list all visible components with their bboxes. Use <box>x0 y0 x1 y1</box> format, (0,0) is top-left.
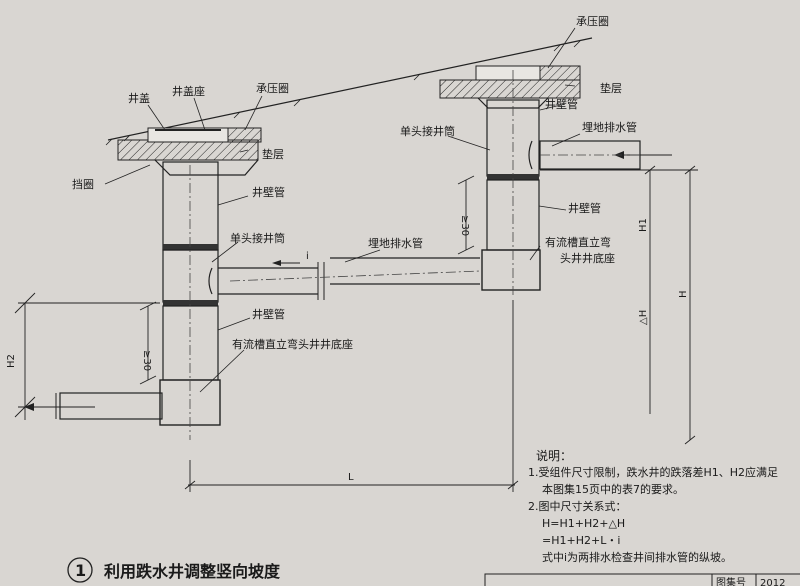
label-buried-pipe-mid: 埋地排水管 <box>368 236 423 250</box>
left-cushion <box>117 139 259 161</box>
notes-block: 说明： 1.受组件尺寸限制，跌水井的跌落差H1、H2应满足 本图集15页中的表7… <box>528 448 778 564</box>
note-2-line1: 2.图中尺寸关系式： <box>528 499 627 513</box>
caption-number: 1 <box>75 561 86 580</box>
dimension-lines <box>14 165 698 492</box>
note-2-line3: =H1+H2+L・i <box>542 534 620 547</box>
right-base <box>481 249 541 291</box>
dim-i: i <box>306 251 309 262</box>
left-cover-seat <box>147 127 229 143</box>
left-joint-band-2 <box>163 300 218 306</box>
dim-ge30-left: ≥30 <box>141 350 152 371</box>
label-base-right-line1: 有流槽直立弯 <box>545 235 611 249</box>
label-pressure-ring-left: 承压圈 <box>256 82 289 95</box>
label-wall-pipe-right-mid: 井壁管 <box>568 201 601 215</box>
label-cushion-left: 垫层 <box>262 147 284 161</box>
label-base-left: 有流槽直立弯头井井底座 <box>232 337 353 351</box>
label-wall-pipe-left-upper: 井壁管 <box>252 185 285 199</box>
label-retaining-ring: 挡圈 <box>72 177 94 191</box>
left-outlet-pipe <box>24 392 163 420</box>
label-cushion-right: 垫层 <box>600 81 622 95</box>
label-cover-seat: 井盖座 <box>172 84 205 98</box>
label-cover: 井盖 <box>128 91 150 105</box>
label-buried-pipe-right: 埋地排水管 <box>582 120 637 134</box>
title-block-label: 图集号 <box>716 576 746 586</box>
ground-hatch <box>105 40 581 146</box>
title-block: 图集号 2012 <box>484 573 800 586</box>
dim-ge30-right: ≥30 <box>459 215 470 236</box>
leader-lines <box>104 27 581 393</box>
dim-delta-h: △H <box>638 310 649 325</box>
right-inlet-pipe <box>528 140 672 170</box>
right-manhole <box>439 65 581 295</box>
left-wall-pipe-lower <box>162 305 219 381</box>
note-1-line1: 1.受组件尺寸限制，跌水井的跌落差H1、H2应满足 <box>528 465 778 479</box>
right-pressure-ring <box>539 65 581 81</box>
dim-h2: H2 <box>6 354 17 368</box>
label-wall-pipe-left-lower: 井壁管 <box>252 307 285 321</box>
caption-text: 利用跌水井调整竖向坡度 <box>104 562 281 581</box>
title-block-value: 2012 <box>760 578 785 586</box>
dim-h: H <box>678 290 689 298</box>
dim-h1: H1 <box>638 218 649 232</box>
notes-title: 说明： <box>536 448 572 463</box>
ground-line <box>107 37 593 141</box>
note-2-line2: H=H1+H2+△H <box>542 517 625 530</box>
right-joint-band-1 <box>487 174 539 180</box>
connecting-pipe <box>208 257 481 300</box>
label-single-joint-right: 单头接井筒 <box>400 124 455 138</box>
dim-l: L <box>348 472 354 483</box>
right-cover-seat <box>475 65 541 81</box>
right-cushion <box>439 79 581 99</box>
note-1-line2: 本图集15页中的表7的要求。 <box>542 482 684 496</box>
label-base-right-line2: 头井井底座 <box>560 251 615 265</box>
caption-number-circle <box>67 557 93 583</box>
left-manhole <box>117 127 262 440</box>
label-wall-pipe-right-upper: 井壁管 <box>545 97 578 111</box>
left-pressure-ring <box>224 127 262 143</box>
label-single-joint-left: 单头接井筒 <box>230 231 285 245</box>
note-2-line4: 式中i为两排水检查井间排水管的纵坡。 <box>542 550 732 564</box>
label-pressure-ring-right: 承压圈 <box>576 15 609 28</box>
left-joint-band-1 <box>163 244 218 250</box>
